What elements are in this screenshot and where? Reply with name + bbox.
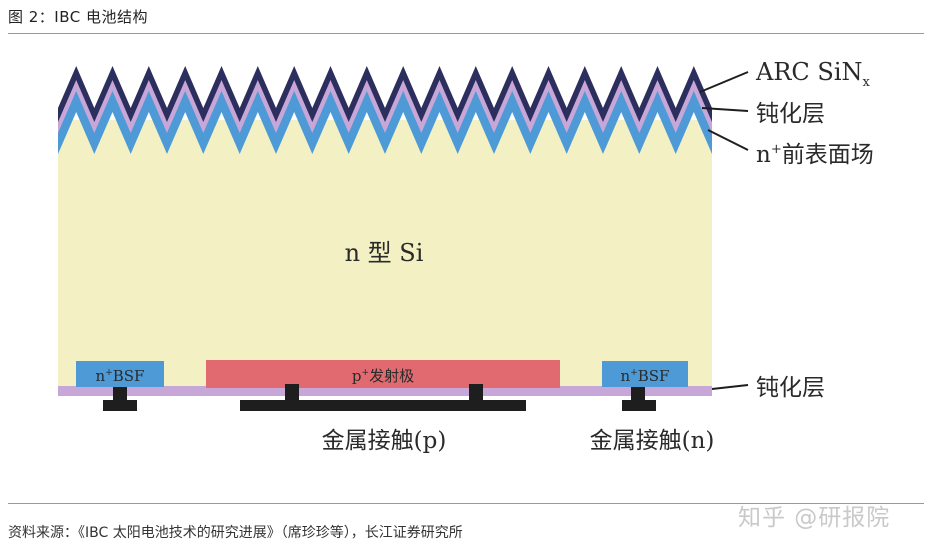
leader-line-passivation-top — [701, 107, 749, 112]
label-passivation-top: 钝化层 — [756, 101, 825, 127]
leader-line-front-field — [707, 129, 749, 151]
front-surface-field-layer — [58, 90, 712, 154]
figure-title: 图 2：IBC 电池结构 — [8, 8, 149, 26]
metal-contact-n-left — [103, 387, 137, 411]
leader-line-passivation-bottom — [711, 384, 749, 390]
emitter-region — [206, 360, 560, 388]
bsf-right-region — [602, 361, 688, 387]
label-n-type-si: n 型 Si — [345, 239, 424, 267]
label-bsf-right: n+BSF — [621, 367, 670, 385]
metal-contact-n-right — [622, 387, 656, 411]
label-bsf-left: n+BSF — [96, 367, 145, 385]
label-front-surface-field: n+前表面场 — [756, 142, 874, 168]
label-passivation-bottom: 钝化层 — [756, 375, 825, 401]
top-divider — [8, 33, 924, 34]
source-note: 资料来源：《IBC 太阳电池技术的研究进展》（席珍珍等），长江证券研究所 — [8, 525, 463, 541]
leader-line-arc — [699, 71, 749, 93]
top-passivation-layer — [58, 79, 712, 133]
metal-contact-p — [240, 384, 526, 411]
label-arc-sinx: ARC SiNx — [755, 58, 871, 90]
watermark: 知乎 @研报院 — [738, 505, 891, 531]
arc-sinx-layer — [58, 66, 712, 122]
label-contact-n: 金属接触(n) — [590, 428, 715, 454]
n-type-silicon-bulk — [58, 120, 712, 388]
bsf-left-region — [76, 361, 164, 387]
label-emitter: p+发射极 — [352, 367, 414, 385]
bottom-passivation-layer — [58, 386, 712, 396]
bottom-divider — [8, 503, 924, 504]
label-contact-p: 金属接触(p) — [322, 428, 447, 454]
